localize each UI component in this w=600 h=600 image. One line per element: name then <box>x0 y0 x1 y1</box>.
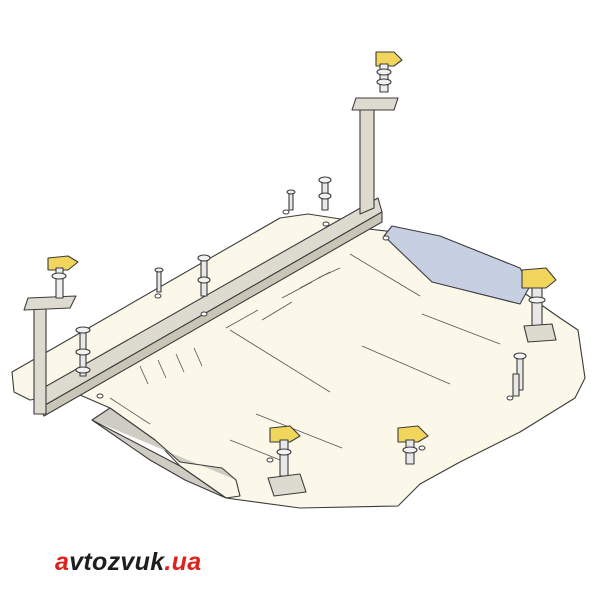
slot <box>255 413 343 449</box>
slot <box>109 397 151 425</box>
bolt <box>286 189 296 211</box>
slot <box>175 353 185 373</box>
side-guard-plate <box>91 407 241 499</box>
slot <box>229 439 281 461</box>
watermark-suffix: .ua <box>164 548 202 576</box>
left-post-top-plate <box>23 295 77 311</box>
hole <box>506 395 514 401</box>
slot <box>317 267 341 279</box>
slot <box>421 313 501 345</box>
clip-fastener <box>267 425 307 497</box>
slot <box>193 347 203 367</box>
right-post <box>359 103 375 215</box>
plate-slots <box>109 253 501 461</box>
bolt <box>318 176 332 211</box>
watermark-prefix: a <box>55 548 70 576</box>
clip-fastener <box>521 267 557 343</box>
hole <box>96 393 104 399</box>
right-post-top-plate <box>351 97 399 111</box>
bolt <box>197 254 211 297</box>
hole <box>266 457 274 463</box>
slot <box>349 253 421 297</box>
watermark-middle: vtozvuk <box>69 548 165 576</box>
slot <box>361 345 451 385</box>
clip-fastener <box>47 255 79 299</box>
hole <box>322 221 330 227</box>
slot <box>229 329 331 393</box>
clip-fastener <box>375 51 403 93</box>
clip-fasteners <box>47 51 557 497</box>
clip-fastener <box>397 425 429 465</box>
slot <box>261 301 293 321</box>
bolt <box>75 326 91 377</box>
slot <box>139 365 149 385</box>
hole <box>382 235 390 241</box>
hole <box>154 293 162 299</box>
slot <box>157 359 167 379</box>
hole <box>282 209 290 215</box>
mounting-holes <box>96 209 514 463</box>
bolt <box>154 267 164 293</box>
hole <box>200 311 208 317</box>
left-post <box>33 303 47 415</box>
bolt <box>512 373 520 397</box>
hole <box>418 445 426 451</box>
watermark-logo: avtozvuk.ua <box>55 548 201 577</box>
engine-guard-assembly <box>11 51 586 509</box>
bolt-stacks <box>75 176 527 397</box>
slot <box>225 309 259 329</box>
bolt <box>513 352 527 391</box>
